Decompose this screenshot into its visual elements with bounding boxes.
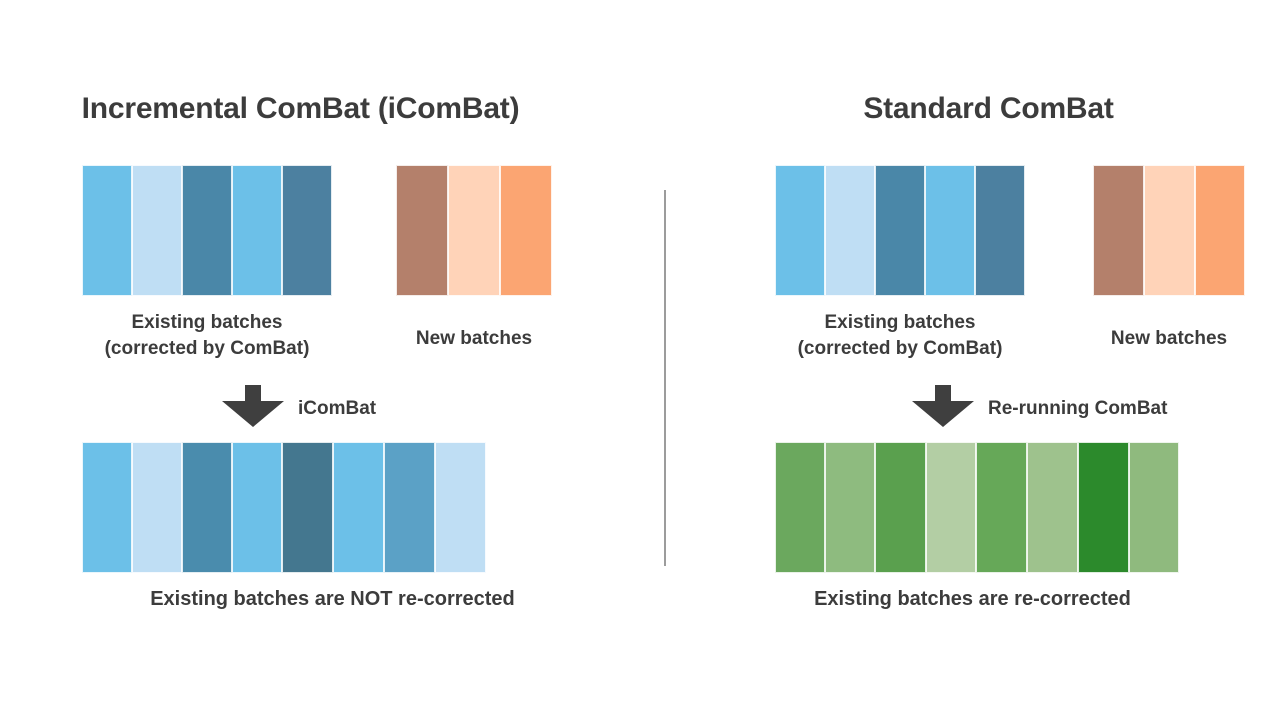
- batch-bar: [282, 165, 332, 296]
- batch-bar: [333, 442, 384, 573]
- batch-bar: [232, 165, 282, 296]
- batch-bar: [282, 442, 333, 573]
- batch-bar: [775, 165, 825, 296]
- batch-bar: [926, 442, 976, 573]
- left-new-batches-bars: [396, 165, 552, 296]
- right-process-label: Re-running ComBat: [988, 397, 1168, 419]
- right-bottom-caption: Existing batches are re-corrected: [814, 588, 1131, 610]
- batch-bar: [182, 442, 232, 573]
- panel-right-title: Standard ComBat: [863, 92, 1114, 125]
- batch-bar: [396, 165, 448, 296]
- batch-bar: [825, 442, 875, 573]
- down-arrow-icon: [912, 385, 974, 432]
- batch-bar: [775, 442, 825, 573]
- batch-bar: [1078, 442, 1129, 573]
- batch-bar: [1144, 165, 1195, 296]
- batch-bar: [132, 442, 182, 573]
- batch-bar: [975, 165, 1025, 296]
- batch-bar: [1027, 442, 1078, 573]
- batch-bar: [82, 165, 132, 296]
- left-process-label: iComBat: [298, 397, 377, 419]
- batch-bar: [132, 165, 182, 296]
- batch-bar: [384, 442, 435, 573]
- panel-standard-combat: Standard ComBat: [665, 0, 1280, 720]
- left-existing-batches-label: Existing batches (corrected by ComBat): [104, 312, 310, 359]
- right-new-batches-bars: [1093, 165, 1245, 296]
- left-bottom-caption: Existing batches are NOT re-corrected: [150, 588, 515, 610]
- batch-bar: [1195, 165, 1245, 296]
- right-new-batches-label: New batches: [1110, 328, 1228, 349]
- right-existing-batches-label: Existing batches (corrected by ComBat): [797, 312, 1003, 359]
- panel-divider: [664, 190, 666, 566]
- left-process-arrow-group: iComBat: [222, 385, 376, 432]
- batch-bar: [500, 165, 552, 296]
- batch-bar: [1093, 165, 1144, 296]
- down-arrow-icon: [222, 385, 284, 432]
- batch-bar: [875, 442, 926, 573]
- right-merged-batches-bars: [775, 442, 1179, 573]
- batch-bar: [182, 165, 232, 296]
- batch-bar: [875, 165, 925, 296]
- batch-bar: [976, 442, 1027, 573]
- panel-incremental-combat: Incremental ComBat (iComBat) Existing ba…: [81, 92, 552, 610]
- left-existing-batches-bars: [82, 165, 332, 296]
- left-new-batches-label: New batches: [415, 328, 533, 349]
- batch-bar: [1129, 442, 1179, 573]
- left-merged-batches-bars: [82, 442, 486, 573]
- right-existing-batches-bars: [775, 165, 1025, 296]
- batch-bar: [448, 165, 500, 296]
- batch-bar: [82, 442, 132, 573]
- batch-bar: [435, 442, 486, 573]
- batch-bar: [232, 442, 282, 573]
- panel-left-title: Incremental ComBat (iComBat): [81, 92, 520, 125]
- batch-bar: [825, 165, 875, 296]
- batch-bar: [925, 165, 975, 296]
- right-process-arrow-group: Re-running ComBat: [912, 385, 1167, 432]
